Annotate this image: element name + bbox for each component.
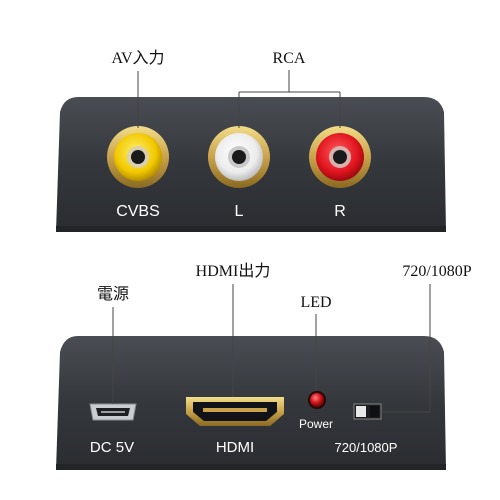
- bottom-device: DC 5V HDMI Power 720/1080P: [56, 336, 446, 470]
- audio-left-jack: [208, 126, 270, 188]
- hdmi-port-label: HDMI: [216, 439, 254, 456]
- av-input-callout: AV入力: [111, 49, 164, 67]
- right-channel-label: R: [334, 203, 346, 220]
- cvbs-label: CVBS: [116, 203, 160, 220]
- resolution-switch-callout: 720/1080P: [402, 263, 471, 280]
- dc-power-port: [89, 403, 137, 421]
- top-device-bottom-edge: [56, 226, 446, 232]
- power-led-label: Power: [299, 417, 333, 431]
- bottom-device-bottom-edge: [56, 464, 446, 470]
- left-channel-label: L: [235, 203, 244, 220]
- rca-callout: RCA: [273, 50, 306, 67]
- resolution-switch-label: 720/1080P: [335, 440, 398, 455]
- dc-port-label: DC 5V: [90, 439, 134, 456]
- hdmi-output-callout: HDMI出力: [196, 262, 271, 280]
- led-callout: LED: [300, 294, 331, 311]
- rca-bracket: [238, 70, 341, 128]
- cvbs-jack: [107, 126, 169, 188]
- top-device: CVBS L R: [56, 97, 446, 232]
- resolution-switch-leader: [381, 284, 431, 413]
- power-led-indicator: [308, 391, 326, 409]
- audio-right-jack: [309, 126, 371, 188]
- power-callout: 電源: [97, 285, 129, 303]
- hdmi-port: [186, 397, 284, 426]
- resolution-toggle-switch[interactable]: [353, 403, 382, 420]
